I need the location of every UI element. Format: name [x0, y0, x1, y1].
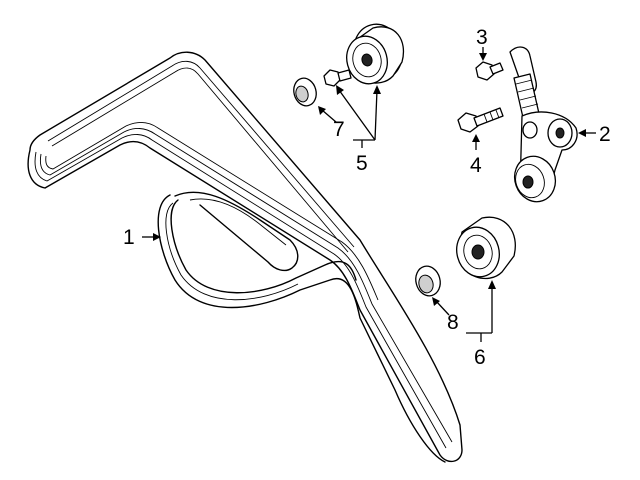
callout-label-8: 8	[447, 311, 459, 334]
callout-label-2: 2	[599, 123, 611, 146]
callout-2	[578, 129, 596, 137]
callout-label-4: 4	[470, 154, 482, 177]
pulley-bolt[interactable]	[323, 69, 352, 87]
callout-label-3: 3	[476, 26, 488, 49]
callout-4	[472, 134, 480, 150]
callout-6-8	[432, 280, 496, 342]
callout-label-1: 1	[123, 226, 135, 249]
dust-cap-lower[interactable]	[413, 263, 444, 298]
idler-pulley-upper[interactable]	[341, 19, 408, 89]
drive-belt-loop[interactable]	[157, 191, 446, 463]
callout-label-6: 6	[474, 346, 486, 369]
callout-3	[479, 47, 487, 61]
callout-label-5: 5	[356, 152, 368, 175]
belt-tensioner[interactable]	[508, 46, 578, 207]
serpentine-belt[interactable]	[27, 51, 463, 463]
dust-cap-upper[interactable]	[291, 76, 319, 109]
callout-label-7: 7	[333, 118, 345, 141]
callout-5-7	[318, 85, 381, 148]
tensioner-bolt-long[interactable]	[457, 107, 504, 133]
callout-1	[142, 233, 161, 241]
tensioner-bolt-short[interactable]	[475, 61, 504, 81]
idler-pulley-lower[interactable]	[451, 216, 516, 281]
